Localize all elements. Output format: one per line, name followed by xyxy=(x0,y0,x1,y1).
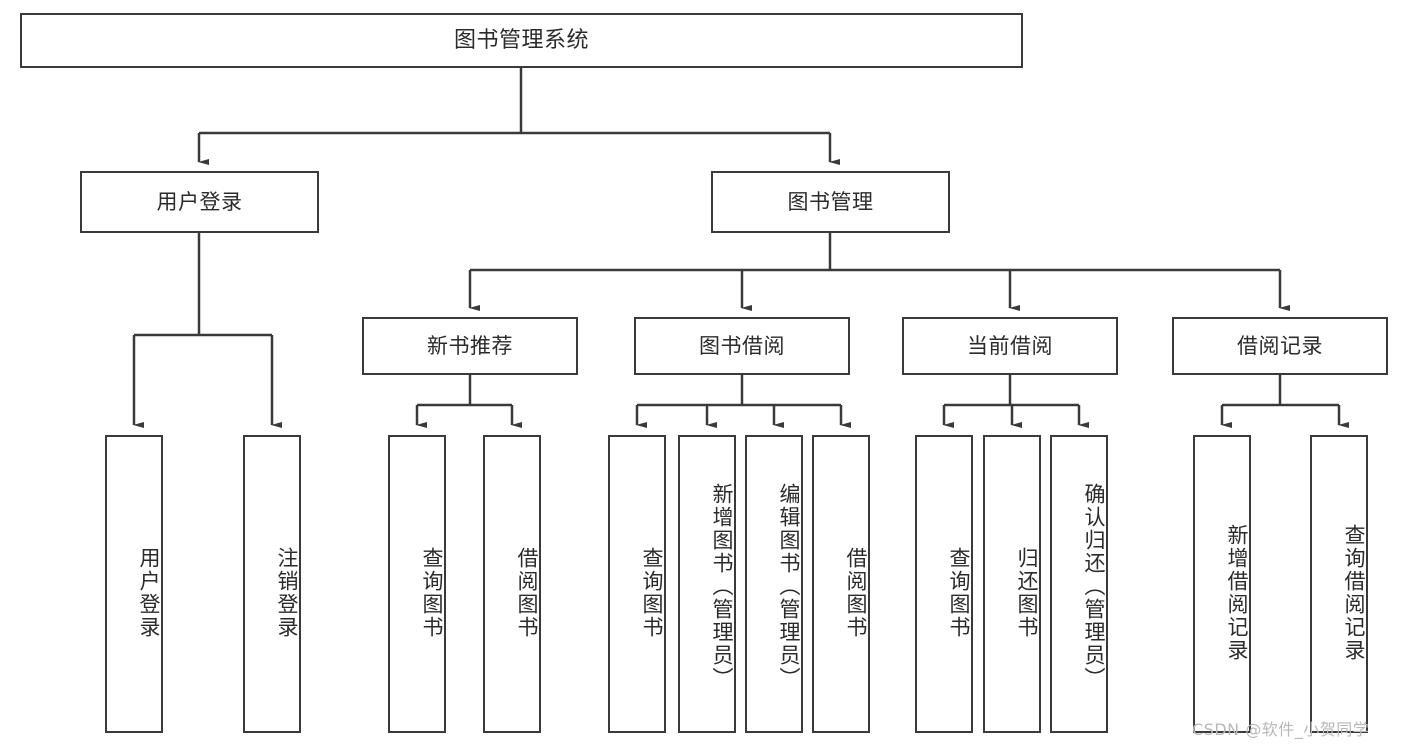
leaf-return-book[interactable]: 归还图书 xyxy=(983,435,1041,733)
leaf-borrow-book[interactable]: 借阅图书 xyxy=(812,435,870,733)
leaf-query-book-borrow[interactable]: 查询图书 xyxy=(608,435,666,733)
leaf-logout-login[interactable]: 注销登录 xyxy=(243,435,301,733)
node-current-borrow[interactable]: 当前借阅 xyxy=(902,317,1118,375)
node-user-login[interactable]: 用户登录 xyxy=(80,171,319,233)
node-new-book-recommend[interactable]: 新书推荐 xyxy=(362,317,578,375)
leaf-borrow-book-recommend[interactable]: 借阅图书 xyxy=(483,435,541,733)
leaf-add-book-admin[interactable]: 新增图书（管理员） xyxy=(678,435,736,733)
node-book-borrow[interactable]: 图书借阅 xyxy=(634,317,850,375)
leaf-confirm-return-admin[interactable]: 确认归还（管理员） xyxy=(1050,435,1108,733)
leaf-edit-book-admin[interactable]: 编辑图书（管理员） xyxy=(745,435,803,733)
leaf-query-book-current[interactable]: 查询图书 xyxy=(915,435,973,733)
leaf-user-login[interactable]: 用户登录 xyxy=(105,435,163,733)
node-borrow-record[interactable]: 借阅记录 xyxy=(1172,317,1388,375)
leaf-query-book-recommend[interactable]: 查询图书 xyxy=(388,435,446,733)
leaf-query-borrow-record[interactable]: 查询借阅记录 xyxy=(1310,435,1368,733)
node-book-management[interactable]: 图书管理 xyxy=(711,171,950,233)
node-root-book-management-system[interactable]: 图书管理系统 xyxy=(20,13,1023,68)
leaf-add-borrow-record[interactable]: 新增借阅记录 xyxy=(1193,435,1251,733)
csdn-watermark: CSDN @软件_小贺同学 xyxy=(1192,720,1370,739)
